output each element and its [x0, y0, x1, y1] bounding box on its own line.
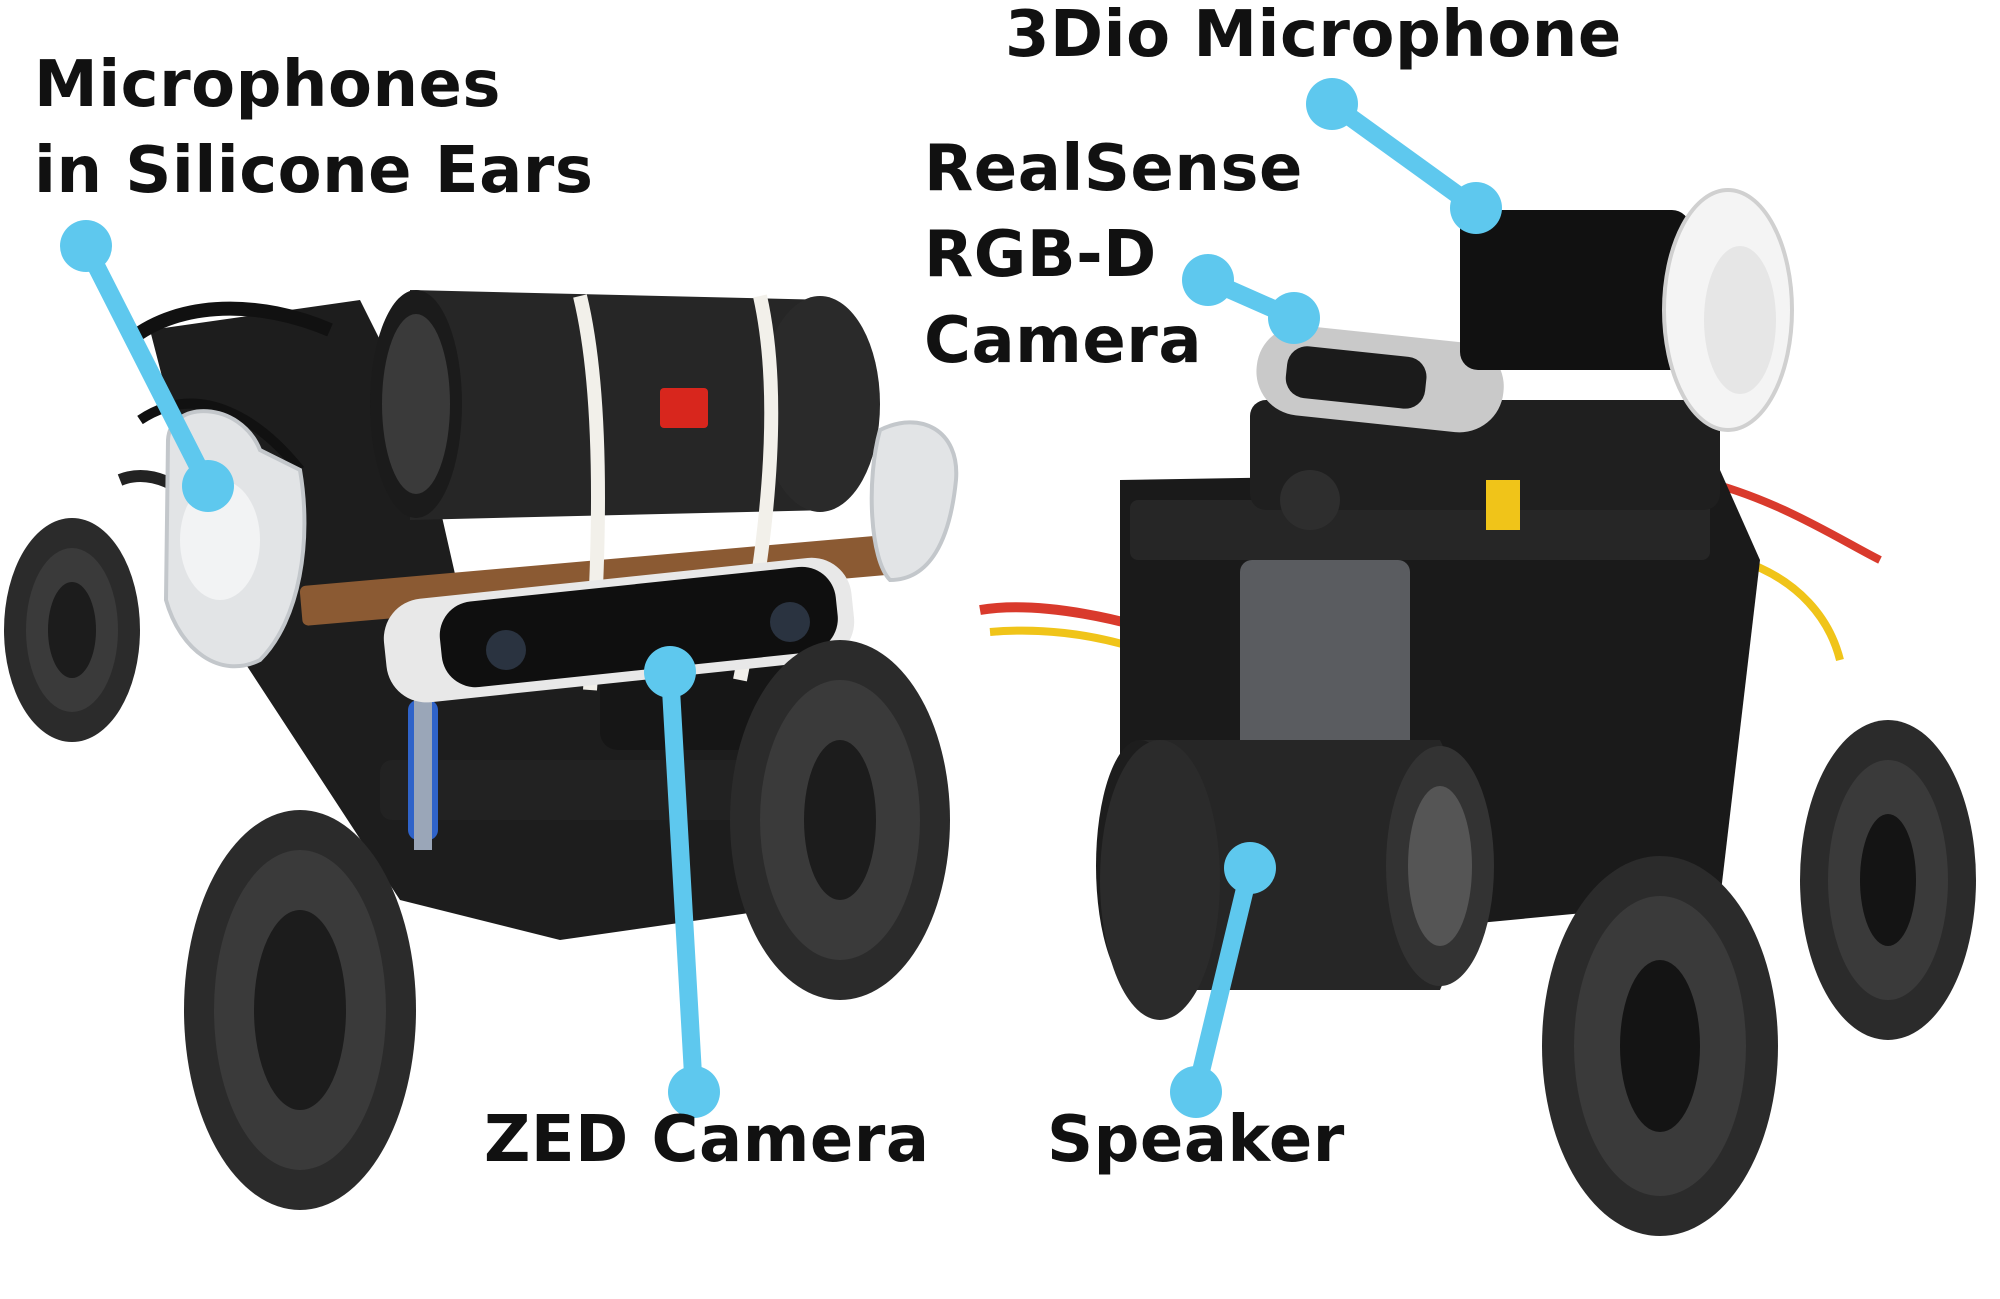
right-robot-left-tire	[1100, 740, 1220, 1020]
label-realsense-line-2: RGB-D	[924, 218, 1157, 292]
jbl-badge	[660, 388, 708, 428]
left-robot-front-tire	[184, 810, 416, 1210]
left-robot	[4, 290, 959, 1210]
label-ears-line-1: Microphones	[34, 48, 501, 122]
callout-speaker	[1170, 842, 1276, 1118]
label-realsense-line-1: RealSense	[924, 132, 1303, 206]
callout-realsense	[1182, 254, 1320, 344]
right-silicone-ear	[869, 420, 959, 583]
label-3dio-microphone: 3Dio Microphone	[1005, 0, 1622, 72]
right-robot	[979, 188, 1976, 1236]
left-robot-rear-tire	[4, 518, 140, 742]
label-zed-camera: ZED Camera	[484, 1103, 930, 1177]
dio-microphone-device	[1460, 188, 1794, 432]
realsense-device	[1256, 325, 1504, 433]
callout-zed	[644, 646, 720, 1118]
label-realsense-line-3: Camera	[924, 304, 1202, 378]
left-robot-right-tire	[730, 640, 950, 1000]
label-microphones-in-silicone-ears: Microphones in Silicone Ears	[34, 42, 593, 214]
label-ears-line-2: in Silicone Ears	[34, 134, 594, 208]
right-robot-rear-tire	[1800, 720, 1976, 1040]
right-robot-front-tire	[1542, 856, 1778, 1236]
callouts	[60, 78, 1502, 1118]
callout-ears	[60, 220, 234, 512]
jbl-speaker	[370, 290, 880, 520]
label-realsense-rgbd-camera: RealSense RGB-D Camera	[924, 126, 1303, 384]
label-speaker: Speaker	[1047, 1103, 1345, 1177]
callout-3dio	[1306, 78, 1502, 234]
zed-camera-device	[383, 557, 855, 703]
